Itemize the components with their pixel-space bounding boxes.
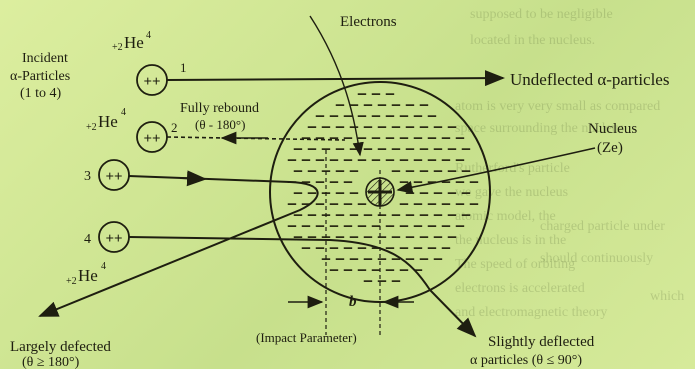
electron-dash: – — [358, 152, 367, 168]
electron-dash: – — [470, 174, 479, 190]
electron-dash: – — [364, 273, 373, 289]
helium-symbol-3: +2 He 4 — [66, 261, 106, 287]
alpha-particle-4-charge: ++ — [105, 231, 122, 247]
background-page-text: supposed to be negligible located in the … — [455, 7, 684, 320]
electron-dash: – — [442, 240, 451, 256]
slightly-deflected-label: Slightly deflected — [488, 334, 595, 350]
alpha-particle-3-charge: ++ — [105, 169, 122, 185]
background-text-line: should continuously — [540, 251, 653, 266]
undeflected-label: Undeflected α-particles — [510, 70, 669, 89]
alpha-particle-2-charge: ++ — [143, 131, 160, 147]
trajectory-3 — [40, 176, 318, 316]
impact-parameter-label: (Impact Parameter) — [256, 330, 357, 345]
background-text-line: located in the nucleus. — [470, 33, 595, 48]
svg-text:4: 4 — [121, 107, 126, 118]
slightly-deflected-angle: α particles (θ ≤ 90°) — [470, 353, 582, 368]
electron-dash: – — [434, 251, 443, 267]
impact-b-label: b — [349, 294, 357, 310]
particle-number-2: 2 — [171, 120, 178, 135]
background-text-line: which — [650, 289, 684, 304]
electron-dash: – — [344, 262, 353, 278]
electron-dash: – — [392, 273, 401, 289]
largely-deflected-label: Largely defected — [10, 339, 111, 355]
incident-label-line2: α-Particles — [10, 69, 70, 84]
background-text-line: atom is very very small as compared — [455, 99, 660, 114]
svg-text:+2: +2 — [86, 122, 97, 133]
svg-text:He: He — [124, 33, 144, 52]
nucleus-charge-label: (Ze) — [597, 140, 623, 156]
helium-symbol-1: +2 He 4 — [112, 30, 151, 53]
background-text-line: supposed to be negligible — [470, 7, 613, 22]
svg-text:He: He — [98, 112, 118, 131]
background-text-line: the nucleus is in the — [455, 233, 566, 248]
background-text-line: and electromagnetic theory — [455, 305, 607, 320]
background-text-line: charged particle under — [540, 219, 665, 234]
electron-dash: – — [302, 240, 311, 256]
electron-dash: – — [372, 152, 381, 168]
incident-label-line3: (1 to 4) — [20, 86, 62, 101]
particle-number-1: 1 — [180, 60, 187, 75]
svg-text:+2: +2 — [112, 42, 123, 53]
svg-text:+2: +2 — [66, 276, 77, 287]
svg-text:4: 4 — [101, 261, 106, 272]
svg-text:He: He — [78, 266, 98, 285]
rebound-angle-label: (θ - 180°) — [195, 117, 245, 132]
trajectory-1 — [167, 78, 503, 80]
electron-dash: – — [378, 273, 387, 289]
alpha-particle-1-charge: ++ — [143, 74, 160, 90]
nucleus-label: Nucleus — [588, 121, 637, 137]
incident-label-line1: Incident — [22, 51, 68, 66]
electron-dash: – — [470, 196, 479, 212]
electron-dash: – — [330, 262, 339, 278]
background-text-line: electrons is accelerated — [455, 281, 585, 296]
svg-text:4: 4 — [146, 30, 151, 41]
electrons-label: Electrons — [340, 14, 397, 30]
particle-number-3: 3 — [84, 169, 91, 184]
largely-deflected-angle: (θ ≥ 180°) — [22, 355, 80, 369]
fully-rebound-label: Fully rebound — [180, 101, 259, 116]
particle-number-4: 4 — [84, 232, 91, 247]
electron-dash: – — [456, 218, 465, 234]
trajectory-3-arrow — [180, 178, 205, 179]
helium-symbol-2: +2 He 4 — [86, 107, 126, 133]
